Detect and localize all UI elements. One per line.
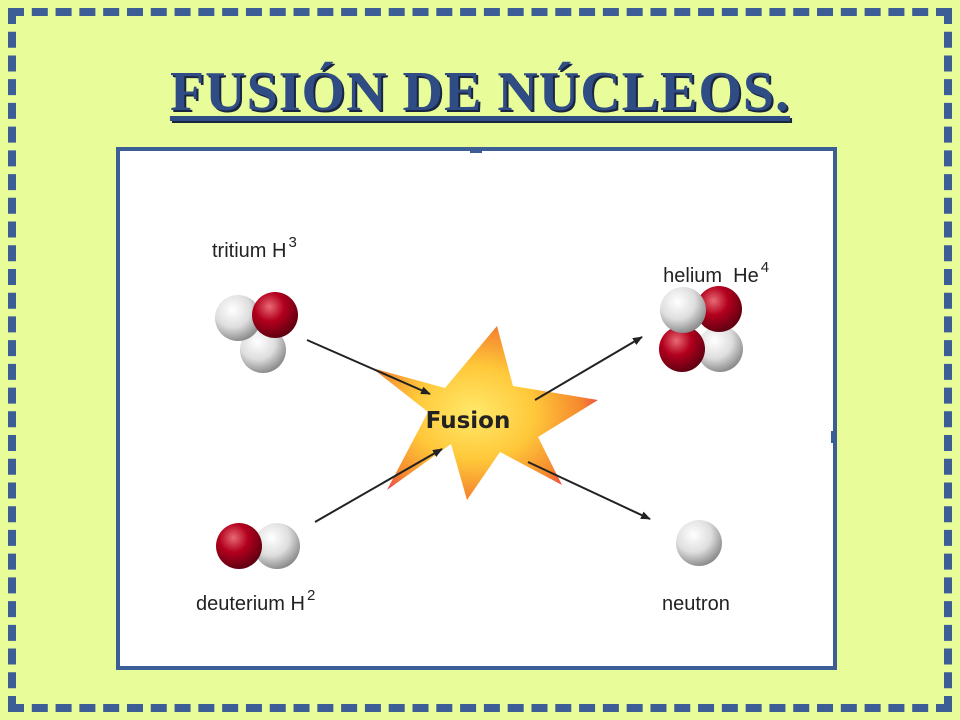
helium-name: helium He	[663, 265, 759, 287]
panel-handle-right	[831, 431, 835, 443]
panel-handle-left	[116, 431, 120, 443]
neutron-name: neutron	[662, 593, 730, 615]
slide-frame	[8, 8, 952, 712]
panel-handle-top	[470, 149, 482, 153]
arrow-deuterium-to-fusion	[314, 448, 443, 523]
deuterium-nucleus	[216, 523, 300, 569]
neutron-particle	[676, 520, 722, 566]
arrow-fusion-to-neutron	[527, 461, 651, 520]
fusion-label: Fusion	[425, 408, 511, 434]
arrow-fusion-to-helium	[534, 336, 643, 401]
tritium-name: tritium H	[212, 240, 287, 262]
tritium-mass-number: 3	[288, 234, 297, 251]
neutron-label: neutron	[662, 593, 730, 616]
slide-title: FUSIÓN DE NÚCLEOS.	[169, 61, 791, 123]
tritium-nucleus	[215, 292, 298, 373]
deuterium-name: deuterium H	[196, 593, 305, 615]
helium-nucleus	[659, 286, 743, 372]
helium-mass-number: 4	[760, 259, 770, 276]
arrow-tritium-to-fusion	[306, 339, 431, 395]
deuterium-mass-number: 2	[306, 587, 316, 604]
